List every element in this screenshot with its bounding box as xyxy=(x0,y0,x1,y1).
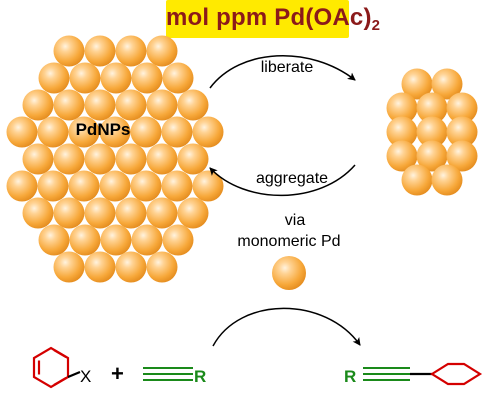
aryl-halide-benzene-ring xyxy=(32,346,70,389)
pd-sphere xyxy=(53,143,85,175)
pd-sphere xyxy=(84,89,116,121)
pd-sphere xyxy=(38,224,70,256)
small-pd-cluster xyxy=(386,68,478,196)
pd-sphere xyxy=(162,224,194,256)
pd-sphere xyxy=(431,68,463,100)
pd-sphere xyxy=(53,251,85,283)
pd-sphere xyxy=(22,143,54,175)
pd-sphere xyxy=(84,143,116,175)
pd-sphere xyxy=(192,170,224,202)
leaving-group-x: X xyxy=(80,367,91,386)
pd-sphere xyxy=(68,170,100,202)
pd-sphere xyxy=(6,170,38,202)
pd-sphere xyxy=(386,140,418,172)
reaction-arrow xyxy=(212,307,361,347)
pd-sphere xyxy=(446,140,478,172)
pd-sphere xyxy=(53,89,85,121)
aggregate-label: aggregate xyxy=(256,170,328,187)
plus-sign: + xyxy=(111,361,124,386)
pd-sphere xyxy=(115,35,147,67)
pd-sphere xyxy=(84,35,116,67)
pd-sphere xyxy=(115,251,147,283)
pd-sphere xyxy=(161,170,193,202)
pd-sphere xyxy=(37,170,69,202)
aryl-halide: X xyxy=(32,346,91,389)
aryl-x-bond xyxy=(67,370,81,379)
monomeric-pd-sphere xyxy=(272,256,306,290)
monomeric-pd-label: monomeric Pd xyxy=(237,233,340,250)
pd-sphere xyxy=(100,224,132,256)
pd-sphere xyxy=(115,197,147,229)
pd-sphere xyxy=(53,197,85,229)
pd-sphere xyxy=(69,224,101,256)
pd-sphere xyxy=(84,251,116,283)
pd-sphere xyxy=(401,164,433,196)
product-benzene-ring xyxy=(429,362,483,386)
pd-sphere xyxy=(401,68,433,100)
pd-sphere xyxy=(99,116,131,148)
pd-sphere xyxy=(130,170,162,202)
pd-sphere xyxy=(100,62,132,94)
pd-sphere xyxy=(131,62,163,94)
pd-sphere xyxy=(130,116,162,148)
title-main: mol ppm Pd(OAc) xyxy=(166,4,372,31)
pd-sphere xyxy=(177,89,209,121)
pd-sphere xyxy=(53,35,85,67)
cluster-label: PdNPs xyxy=(76,120,131,139)
pd-sphere xyxy=(446,116,478,148)
pd-sphere xyxy=(38,62,70,94)
pd-sphere xyxy=(416,140,448,172)
pd-sphere xyxy=(69,62,101,94)
pd-sphere xyxy=(37,116,69,148)
product-triple-bond xyxy=(363,367,410,381)
via-label: via xyxy=(285,212,306,229)
pd-sphere xyxy=(131,224,163,256)
aggregate-arrow xyxy=(209,164,356,197)
pd-sphere xyxy=(146,35,178,67)
pd-sphere xyxy=(146,197,178,229)
title: mol ppm Pd(OAc)2 xyxy=(166,4,380,34)
terminal-alkyne xyxy=(143,367,193,381)
pd-sphere xyxy=(177,197,209,229)
pd-sphere xyxy=(192,116,224,148)
pd-sphere xyxy=(84,197,116,229)
pd-sphere xyxy=(115,143,147,175)
product-r-group: R xyxy=(344,367,356,386)
pd-sphere xyxy=(99,170,131,202)
pd-sphere xyxy=(146,143,178,175)
pd-sphere xyxy=(22,89,54,121)
pd-sphere xyxy=(162,62,194,94)
pd-sphere xyxy=(146,251,178,283)
title-subscript: 2 xyxy=(371,17,381,34)
pd-sphere xyxy=(416,116,448,148)
pd-sphere xyxy=(177,143,209,175)
pd-nanoparticle-cluster xyxy=(6,35,224,283)
pd-sphere xyxy=(68,116,100,148)
pd-sphere xyxy=(386,92,418,124)
pd-sphere xyxy=(146,89,178,121)
pd-sphere xyxy=(161,116,193,148)
pd-sphere xyxy=(22,197,54,229)
pd-sphere xyxy=(115,89,147,121)
pd-sphere xyxy=(431,164,463,196)
title-highlight: mol ppm Pd(OAc)2 xyxy=(166,0,380,38)
pd-sphere xyxy=(6,116,38,148)
liberate-arrow xyxy=(209,55,356,89)
liberate-label: liberate xyxy=(261,59,314,76)
alkyne-r-group: R xyxy=(194,367,206,386)
pd-sphere xyxy=(446,92,478,124)
pd-sphere xyxy=(416,92,448,124)
pd-sphere xyxy=(386,116,418,148)
